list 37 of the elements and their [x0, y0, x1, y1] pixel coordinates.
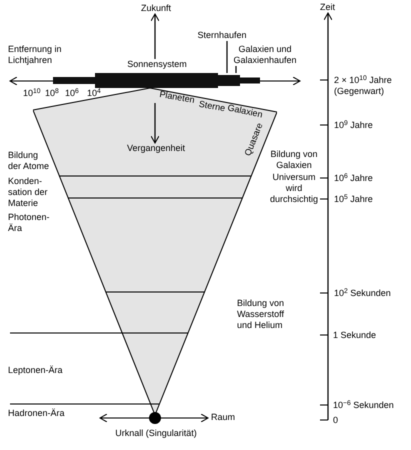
- leader-line: [235, 66, 237, 73]
- node-label: Vergangenheit: [126, 143, 186, 154]
- node-label: Zukunft: [140, 3, 172, 14]
- text-label: Photonen- Ära: [8, 212, 51, 234]
- arrow: [150, 14, 160, 59]
- text-label: 10$^{−6}$ Sekunden: [333, 400, 395, 411]
- text-label: Konden- sation der Materie: [8, 176, 49, 209]
- node-label: Sonnensystem: [126, 59, 188, 70]
- text-label: Raum: [211, 412, 236, 423]
- node-label: Sternhaufen: [196, 30, 248, 41]
- arrow: [150, 103, 160, 144]
- text-label: 2 × 10$^{10}$ Jahre (Gegenwart): [334, 75, 393, 97]
- region-label: Planeten: [158, 88, 196, 106]
- text-label: 0: [333, 415, 340, 426]
- leader-line: [226, 41, 228, 73]
- text-label: 10$^{4}$: [87, 88, 102, 99]
- text-label: Zeit: [320, 2, 336, 13]
- node-caption: Urknall (Singularität): [114, 428, 198, 439]
- text-label: Bildung von Galaxien: [269, 149, 319, 171]
- text-label: Universum wird durchsichtig: [268, 172, 320, 205]
- text-label: 10$^{10}$: [23, 88, 42, 99]
- text-label: Leptonen-Ära: [8, 365, 64, 376]
- region-label: Sterne: [197, 98, 228, 115]
- text-label: 10$^{2}$ Sekunden: [334, 288, 392, 299]
- text-label: 10$^{6}$: [65, 88, 80, 99]
- text-label: 1 Sekunde: [333, 330, 378, 341]
- text-label: 10$^{6}$ Jahre: [334, 173, 374, 184]
- telescope-bar: [53, 73, 260, 88]
- node-label: Galaxien und Galaxienhaufen: [232, 44, 298, 66]
- text-label: 10$^{9}$ Jahre: [334, 120, 374, 131]
- text-label: Hadronen-Ära: [8, 408, 66, 419]
- text-label: Bildung von Wasserstoff und Helium: [237, 298, 286, 331]
- text-label: Entfernung in Lichtjahren: [8, 44, 63, 66]
- text-label: 10$^{5}$ Jahre: [334, 194, 374, 205]
- text-label: 10$^{8}$: [45, 88, 60, 99]
- text-label: Bildung der Atome: [8, 150, 50, 172]
- region-label: Galaxien: [226, 102, 265, 121]
